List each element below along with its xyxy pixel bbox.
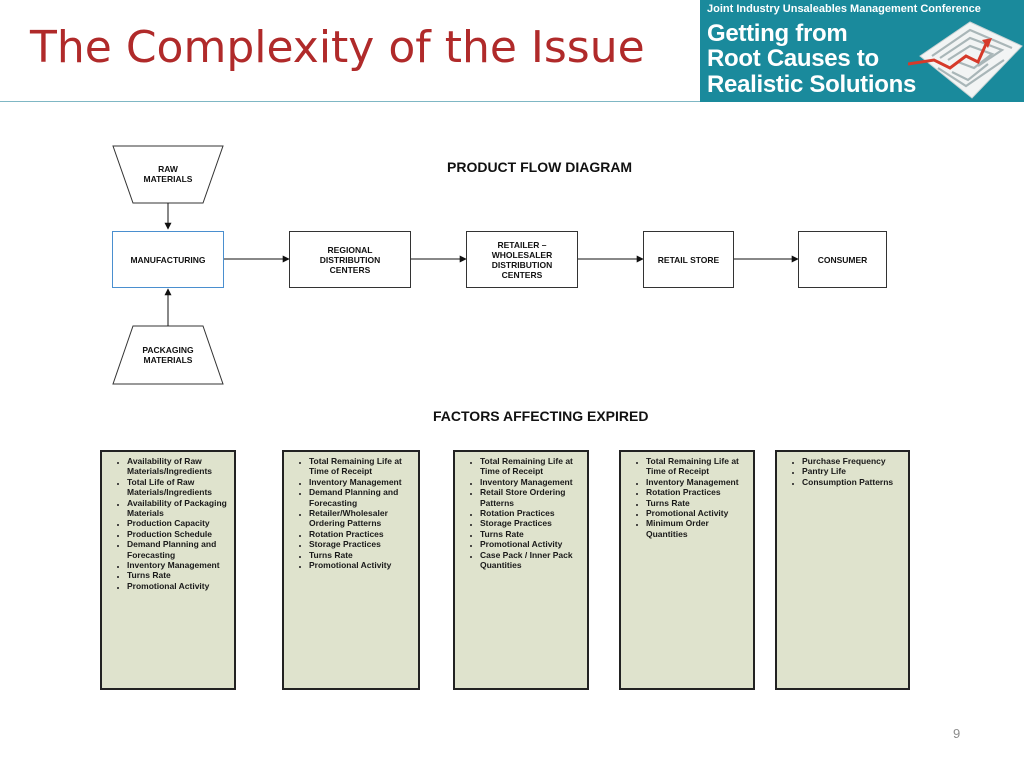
factors-box-consumer: Purchase FrequencyPantry LifeConsumption… [775, 450, 910, 690]
factor-item: Demand Planning and Forecasting [309, 487, 414, 508]
factors-box-retailer-wholesaler: Total Remaining Life at Time of ReceiptI… [453, 450, 589, 690]
factor-list: Total Remaining Life at Time of ReceiptI… [460, 456, 583, 570]
stage-retailer-wholesaler-distribution-centers: RETAILER – WHOLESALER DISTRIBUTION CENTE… [466, 231, 578, 288]
stage-retail-store: RETAIL STORE [643, 231, 734, 288]
factors-title: FACTORS AFFECTING EXPIRED [433, 408, 649, 424]
factor-item: Inventory Management [646, 477, 749, 487]
factor-item: Turns Rate [127, 570, 230, 580]
raw-materials-shape [112, 145, 224, 204]
packaging-materials-label: PACKAGING MATERIALS [142, 345, 194, 365]
conference-banner: Joint Industry Unsaleables Management Co… [700, 0, 1024, 102]
factor-item: Retailer/Wholesaler Ordering Patterns [309, 508, 414, 529]
stage-consumer: CONSUMER [798, 231, 887, 288]
factor-item: Rotation Practices [309, 529, 414, 539]
factor-item: Promotional Activity [309, 560, 414, 570]
factors-box-retail-store: Total Remaining Life at Time of ReceiptI… [619, 450, 755, 690]
factor-item: Total Remaining Life at Time of Receipt [646, 456, 749, 477]
factor-item: Inventory Management [480, 477, 583, 487]
factor-item: Pantry Life [802, 466, 904, 476]
factor-item: Minimum Order Quantities [646, 518, 749, 539]
factor-item: Rotation Practices [646, 487, 749, 497]
raw-materials-label: RAW MATERIALS [143, 164, 193, 184]
factors-box-regional-distribution: Total Remaining Life at Time of ReceiptI… [282, 450, 420, 690]
factor-list: Total Remaining Life at Time of ReceiptI… [289, 456, 414, 570]
packaging-materials-shape [112, 325, 224, 385]
factor-item: Storage Practices [309, 539, 414, 549]
factor-item: Promotional Activity [480, 539, 583, 549]
factor-list: Total Remaining Life at Time of ReceiptI… [626, 456, 749, 539]
factor-item: Retail Store Ordering Patterns [480, 487, 583, 508]
stage-manufacturing: MANUFACTURING [112, 231, 224, 288]
factor-item: Turns Rate [646, 498, 749, 508]
factor-item: Case Pack / Inner Pack Quantities [480, 550, 583, 571]
factor-item: Total Remaining Life at Time of Receipt [480, 456, 583, 477]
factor-item: Rotation Practices [480, 508, 583, 518]
banner-headline-line-2: Root Causes to [707, 45, 879, 72]
factor-item: Turns Rate [480, 529, 583, 539]
factor-item: Total Remaining Life at Time of Receipt [309, 456, 414, 477]
factor-list: Availability of Raw Materials/Ingredient… [107, 456, 230, 591]
factor-item: Purchase Frequency [802, 456, 904, 466]
factor-item: Inventory Management [127, 560, 230, 570]
factor-item: Production Schedule [127, 529, 230, 539]
slide-title: The Complexity of the Issue [30, 22, 645, 73]
stage-regional-distribution-centers: REGIONAL DISTRIBUTION CENTERS [289, 231, 411, 288]
factor-item: Promotional Activity [127, 581, 230, 591]
factor-item: Total Life of Raw Materials/Ingredients [127, 477, 230, 498]
factor-item: Production Capacity [127, 518, 230, 528]
factor-item: Availability of Raw Materials/Ingredient… [127, 456, 230, 477]
product-flow-title: PRODUCT FLOW DIAGRAM [447, 159, 633, 175]
banner-headline-line-1: Getting from [707, 20, 848, 47]
factors-box-manufacturing: Availability of Raw Materials/Ingredient… [100, 450, 236, 690]
conference-name: Joint Industry Unsaleables Management Co… [707, 3, 981, 15]
factor-item: Storage Practices [480, 518, 583, 528]
page-number: 9 [953, 726, 961, 741]
factor-list: Purchase FrequencyPantry LifeConsumption… [782, 456, 904, 487]
title-divider [0, 101, 700, 102]
factor-item: Availability of Packaging Materials [127, 498, 230, 519]
factor-item: Demand Planning and Forecasting [127, 539, 230, 560]
factor-item: Promotional Activity [646, 508, 749, 518]
maze-icon [908, 21, 1023, 99]
factor-item: Inventory Management [309, 477, 414, 487]
factor-item: Consumption Patterns [802, 477, 904, 487]
banner-headline-line-3: Realistic Solutions [707, 71, 917, 98]
factor-item: Turns Rate [309, 550, 414, 560]
